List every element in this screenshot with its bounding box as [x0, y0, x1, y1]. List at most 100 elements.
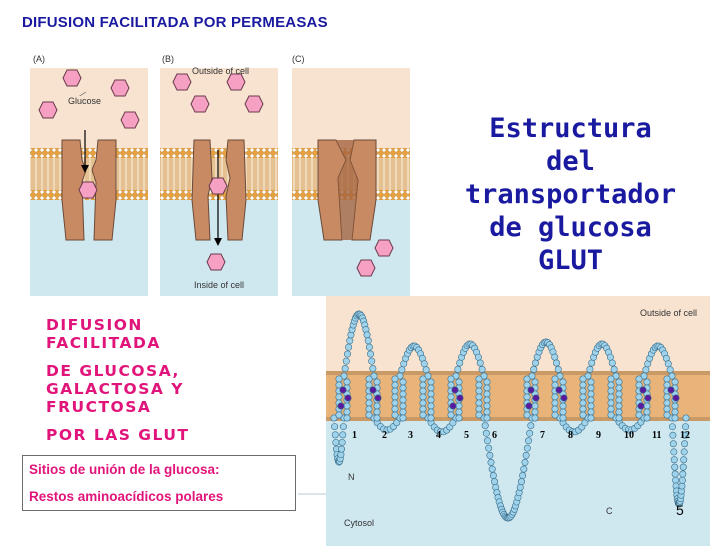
loop-residue [682, 414, 690, 422]
polar-residue [369, 386, 377, 394]
helix-residue [615, 378, 623, 386]
helix-residue [475, 405, 483, 413]
helix-residue [335, 393, 343, 401]
helix-residue [365, 399, 373, 407]
panel-b [160, 68, 278, 296]
helix-residue [427, 408, 435, 416]
helix-residue [587, 396, 595, 404]
loop-residue [671, 470, 679, 478]
helix-residue [427, 378, 435, 386]
helix-residue [523, 393, 531, 401]
helix-residue [373, 378, 381, 386]
helix-residue [615, 402, 623, 410]
loop-residue [680, 448, 688, 456]
loop-residue [670, 448, 678, 456]
helix-residue [643, 378, 651, 386]
helix-residue [523, 375, 531, 383]
helix-residue [615, 396, 623, 404]
polar-residue [339, 386, 347, 394]
loop-residue [482, 429, 490, 437]
polar-residue [637, 402, 645, 410]
helix-residue [579, 393, 587, 401]
glut-cytosol-label: Cytosol [344, 518, 374, 528]
helix-residue [531, 402, 539, 410]
loop-residue [339, 431, 347, 439]
helix-residue [391, 387, 399, 395]
loop-residue [679, 463, 687, 471]
loop-residue [474, 353, 482, 361]
helix-residue [579, 411, 587, 419]
loop-residue [608, 359, 616, 367]
loop-residue [666, 366, 674, 374]
helix-residue [615, 384, 623, 392]
helix-residue [643, 402, 651, 410]
loop-residue [485, 444, 493, 452]
loop-residue [489, 472, 497, 480]
helix-number: 6 [492, 430, 497, 441]
helix-residue [419, 381, 427, 389]
inside-of-cell-label: Inside of cell [194, 280, 245, 290]
helix-residue [587, 390, 595, 398]
helix-residue [635, 375, 643, 383]
loop-residue [588, 359, 596, 367]
helix-residue [419, 393, 427, 401]
helix-residue [483, 396, 491, 404]
outside-of-cell-label: Outside of cell [192, 66, 250, 76]
loop-residue [524, 437, 532, 445]
loop-residue [527, 422, 535, 430]
helix-residue [475, 399, 483, 407]
helix-residue [587, 384, 595, 392]
helix-residue [373, 408, 381, 416]
loop-residue [338, 438, 346, 446]
helix-residue [587, 408, 595, 416]
loop-residue [554, 365, 562, 373]
helix-residue [343, 402, 351, 410]
polar-residue [527, 386, 535, 394]
helix-number: 8 [568, 430, 573, 441]
loop-residue [606, 353, 614, 361]
helix-residue [343, 414, 351, 422]
loop-residue [331, 423, 339, 431]
helix-residue [483, 390, 491, 398]
helix-residue [365, 405, 373, 413]
helix-number: 4 [436, 430, 441, 441]
helix-residue [399, 390, 407, 398]
loop-residue [343, 350, 351, 358]
loop-residue [522, 451, 530, 459]
loop-residue [681, 440, 689, 448]
helix-residue [475, 411, 483, 419]
polar-residue [532, 394, 540, 402]
loop-residue [365, 343, 373, 351]
helix-residue [559, 414, 567, 422]
helix-residue [475, 387, 483, 395]
loop-residue [517, 478, 525, 486]
panel-a-label: (A) [33, 54, 45, 64]
helix-residue [643, 414, 651, 422]
panel-b-label: (B) [162, 54, 174, 64]
loop-residue [521, 458, 529, 466]
glucose-label: Glucose [68, 96, 102, 106]
helix-residue [447, 375, 455, 383]
loop-residue [553, 359, 561, 367]
loop-residue [454, 365, 462, 373]
helix-residue [483, 402, 491, 410]
loop-residue [488, 465, 496, 473]
helix-residue [427, 390, 435, 398]
loop-residue [484, 437, 492, 445]
polar-residue [344, 394, 352, 402]
loop-residue [487, 458, 495, 466]
helix-residue [615, 408, 623, 416]
loop-residue [369, 365, 377, 373]
helix-residue [335, 375, 343, 383]
helix-residue [399, 408, 407, 416]
loop-residue [671, 463, 679, 471]
helix-residue [399, 384, 407, 392]
helix-residue [531, 414, 539, 422]
page-number: 5 [676, 502, 684, 518]
helix-residue [559, 378, 567, 386]
helix-residue [447, 411, 455, 419]
helix-residue [419, 387, 427, 395]
helix-number: 9 [596, 430, 601, 441]
helix-residue [635, 411, 643, 419]
